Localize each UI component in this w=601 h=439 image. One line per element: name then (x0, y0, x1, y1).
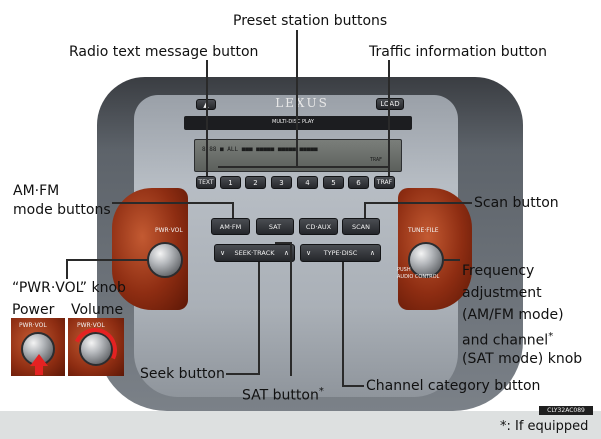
seek-leader-vert (258, 262, 260, 374)
sat-callout-text: SAT button (242, 387, 319, 404)
volume-inset-knob (79, 332, 113, 366)
arrow-up-icon (30, 354, 48, 366)
scan-callout: Scan button (474, 195, 559, 211)
volume-inset-label: PWR·VOL (77, 322, 105, 329)
rotate-arrow-icon (68, 321, 124, 376)
freq-callout-line3: (AM/FM mode) (462, 307, 564, 323)
traf-button[interactable]: TRAF (374, 176, 395, 189)
traffic-leader (388, 60, 390, 176)
amfm-leader (112, 202, 234, 204)
seek-callout: Seek button (140, 366, 225, 382)
preset-button-4[interactable]: 4 (297, 176, 318, 189)
preset-button-3[interactable]: 3 (271, 176, 292, 189)
chevron-down-icon: ∨ (220, 249, 226, 257)
preset-button-6[interactable]: 6 (348, 176, 369, 189)
disc-slot (184, 116, 412, 130)
arrow-up-stem (35, 365, 43, 375)
disc-label: MULTI-DISC PLAY (272, 119, 314, 125)
brand-logo: LEXUS (275, 96, 329, 110)
freq-line4-text: and channel (462, 332, 549, 349)
preset-button-2[interactable]: 2 (245, 176, 266, 189)
freq-callout-line5: (SAT mode) knob (462, 351, 583, 367)
chevron-down-icon: ∨ (306, 249, 312, 257)
tunefile-knob[interactable] (408, 242, 444, 278)
preset-bracket (218, 166, 388, 168)
freq-leader (444, 259, 460, 261)
sat-leader-vert (290, 244, 292, 376)
sat-button[interactable]: SAT (256, 218, 294, 235)
display-text: 8:88 ■ ALL ■■■ ■■■■■ ■■■■■ ■■■■■ (202, 146, 318, 153)
push-label: PUSH (397, 267, 411, 273)
text-button[interactable]: TEXT (196, 176, 216, 189)
freq-callout-line2: adjustment (462, 285, 542, 301)
pwrvol-knob-callout: “PWR·VOL” knob (12, 280, 126, 296)
cdaux-button[interactable]: CD·AUX (299, 218, 338, 235)
load-button[interactable]: LOAD (376, 98, 404, 110)
sat-asterisk: * (318, 386, 324, 397)
scan-leader (364, 202, 472, 204)
preset-callout: Preset station buttons (233, 13, 388, 29)
eject-icon: ▲ (203, 101, 208, 109)
audio-control-label: AUDIO CONTROL (397, 274, 440, 280)
amfm-callout-line1: AM·FM (13, 183, 60, 199)
tunefile-label: TUNE·FILE (408, 227, 439, 234)
seektrack-button[interactable]: ∨ SEEK·TRACK ∧ (214, 244, 295, 262)
chevron-up-icon: ∧ (369, 249, 375, 257)
power-inset-label: PWR·VOL (19, 322, 47, 329)
pwrvol-leader-vert (66, 259, 68, 279)
preset-leader-vert (296, 30, 298, 166)
scan-button[interactable]: SCAN (342, 218, 380, 235)
preset-button-1[interactable]: 1 (220, 176, 241, 189)
amfm-callout-line2: mode buttons (13, 202, 111, 218)
preset-button-5[interactable]: 5 (323, 176, 344, 189)
channel-leader-horz (342, 385, 364, 387)
footer-band (0, 411, 601, 439)
freq-callout-line1: Frequency (462, 263, 535, 279)
freq-asterisk: * (548, 331, 554, 342)
traffic-callout: Traffic information button (369, 44, 547, 60)
power-label: Power (12, 302, 55, 318)
sat-leader-horz (275, 242, 292, 244)
typedisc-label: TYPE·DISC (323, 249, 358, 257)
channel-leader-vert (342, 262, 344, 386)
freq-callout-line4: and channel* (462, 328, 553, 350)
amfm-leader-drop (232, 202, 234, 218)
radio-text-leader (206, 60, 208, 176)
typedisc-button[interactable]: ∨ TYPE·DISC ∧ (300, 244, 381, 262)
footer-note: *: If equipped (500, 419, 589, 434)
pwrvol-label: PWR·VOL (155, 227, 183, 234)
volume-inset: PWR·VOL (68, 318, 124, 376)
display-sub: TRAF (370, 157, 383, 163)
seek-leader-horz (226, 373, 260, 375)
seektrack-label: SEEK·TRACK (234, 249, 275, 257)
sat-callout: SAT button* (242, 383, 324, 405)
power-inset: PWR·VOL (11, 318, 65, 376)
pwrvol-knob[interactable] (147, 242, 183, 278)
radio-text-callout: Radio text message button (69, 44, 259, 60)
figure-code: CLY32AC089 (539, 406, 593, 415)
volume-label: Volume (71, 302, 124, 318)
channel-category-callout: Channel category button (366, 378, 541, 394)
chevron-up-icon: ∧ (283, 249, 289, 257)
amfm-button[interactable]: AM·FM (211, 218, 250, 235)
pwrvol-leader-horz (66, 259, 148, 261)
scan-leader-drop (364, 202, 366, 218)
